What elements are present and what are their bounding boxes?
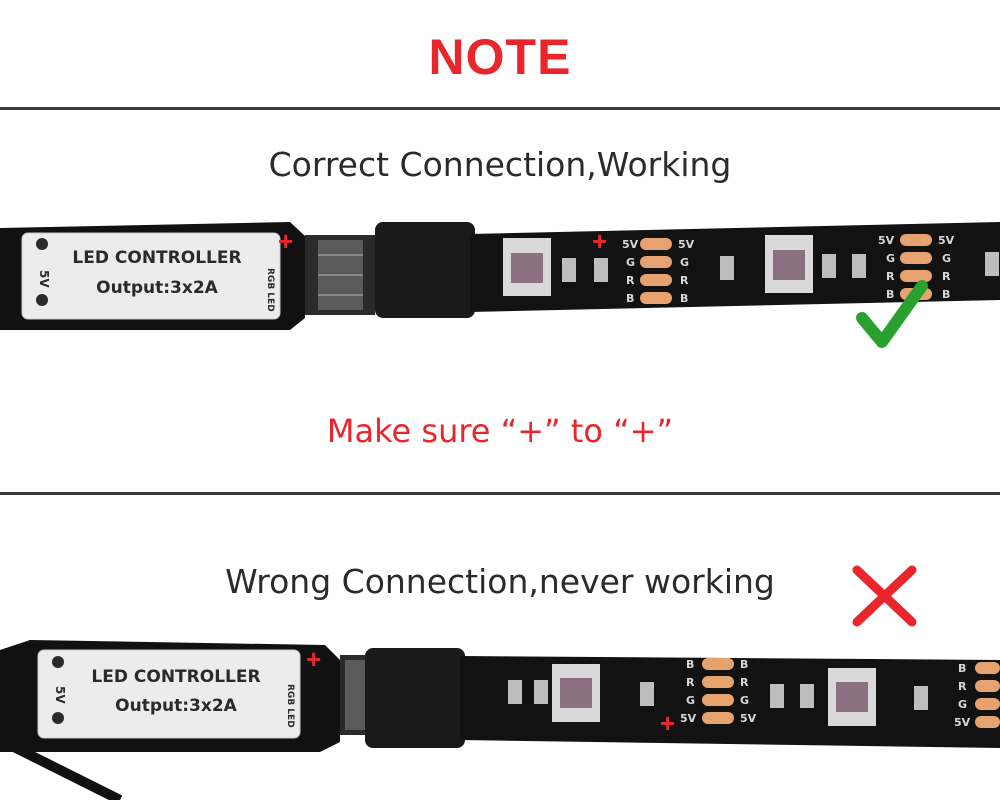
- strip-plus-marker: +: [660, 708, 675, 738]
- wrong-controller-voltage: 5V: [53, 686, 67, 704]
- correct-controller-voltage: 5V: [37, 270, 51, 288]
- minus-circle-icon: [36, 294, 48, 306]
- plus-circle-icon: [52, 656, 64, 668]
- wrong-controller-output: Output:3x2A: [115, 696, 237, 716]
- pad-label: G: [886, 252, 895, 265]
- cross-icon: [852, 565, 917, 627]
- correct-controller-output: Output:3x2A: [96, 278, 218, 298]
- pad-label: 5V: [938, 234, 955, 247]
- pad-label: R: [740, 676, 749, 689]
- wrong-caption: Wrong Connection,never working: [225, 562, 775, 601]
- pad-label: 5V: [680, 712, 697, 725]
- pad-label: R: [958, 680, 967, 693]
- wrong-assembly: LED CONTROLLER Output:3x2A RGB LED 5V +: [0, 565, 1000, 800]
- pad-label: B: [958, 662, 966, 675]
- checkmark-icon: [856, 280, 928, 348]
- pad-label: R: [886, 270, 895, 283]
- pad-label: R: [942, 270, 951, 283]
- minus-circle-icon: [52, 712, 64, 724]
- plus-circle-icon: [36, 238, 48, 250]
- plus-hint: Make sure “+” to “+”: [326, 412, 674, 450]
- pad-label: 5V: [878, 234, 895, 247]
- correct-controller-label: LED CONTROLLER: [72, 248, 241, 268]
- pad-label: 5V: [622, 238, 639, 251]
- controller-plus-marker: +: [278, 226, 293, 256]
- correct-caption: Correct Connection,Working: [268, 145, 732, 184]
- wrong-controller-side-label: RGB LED: [285, 684, 295, 728]
- pad-label: G: [958, 698, 967, 711]
- pad-label: R: [686, 676, 695, 689]
- pad-label: G: [680, 256, 689, 269]
- pad-label: G: [686, 694, 695, 707]
- pad-label: 5V: [740, 712, 757, 725]
- pad-label: G: [626, 256, 635, 269]
- correct-controller-side-label: RGB LED: [265, 268, 275, 312]
- pad-label: B: [942, 288, 950, 301]
- controller-plus-marker: +: [306, 644, 321, 674]
- wrong-controller-label: LED CONTROLLER: [91, 667, 260, 687]
- correct-assembly: LED CONTROLLER Output:3x2A RGB LED 5V + …: [0, 222, 1000, 348]
- pad-label: R: [680, 274, 689, 287]
- pad-label: G: [942, 252, 951, 265]
- top-divider: [0, 107, 1000, 110]
- pad-label: B: [680, 292, 688, 305]
- pad-label: B: [686, 658, 694, 671]
- pad-label: 5V: [954, 716, 971, 729]
- pad-label: B: [740, 658, 748, 671]
- strip-plus-marker: +: [592, 226, 607, 256]
- note-title: NOTE: [428, 29, 572, 85]
- pad-label: B: [626, 292, 634, 305]
- pad-label: R: [626, 274, 635, 287]
- pad-label: G: [740, 694, 749, 707]
- pad-label: 5V: [678, 238, 695, 251]
- middle-divider: [0, 492, 1000, 495]
- pad-label: B: [886, 288, 894, 301]
